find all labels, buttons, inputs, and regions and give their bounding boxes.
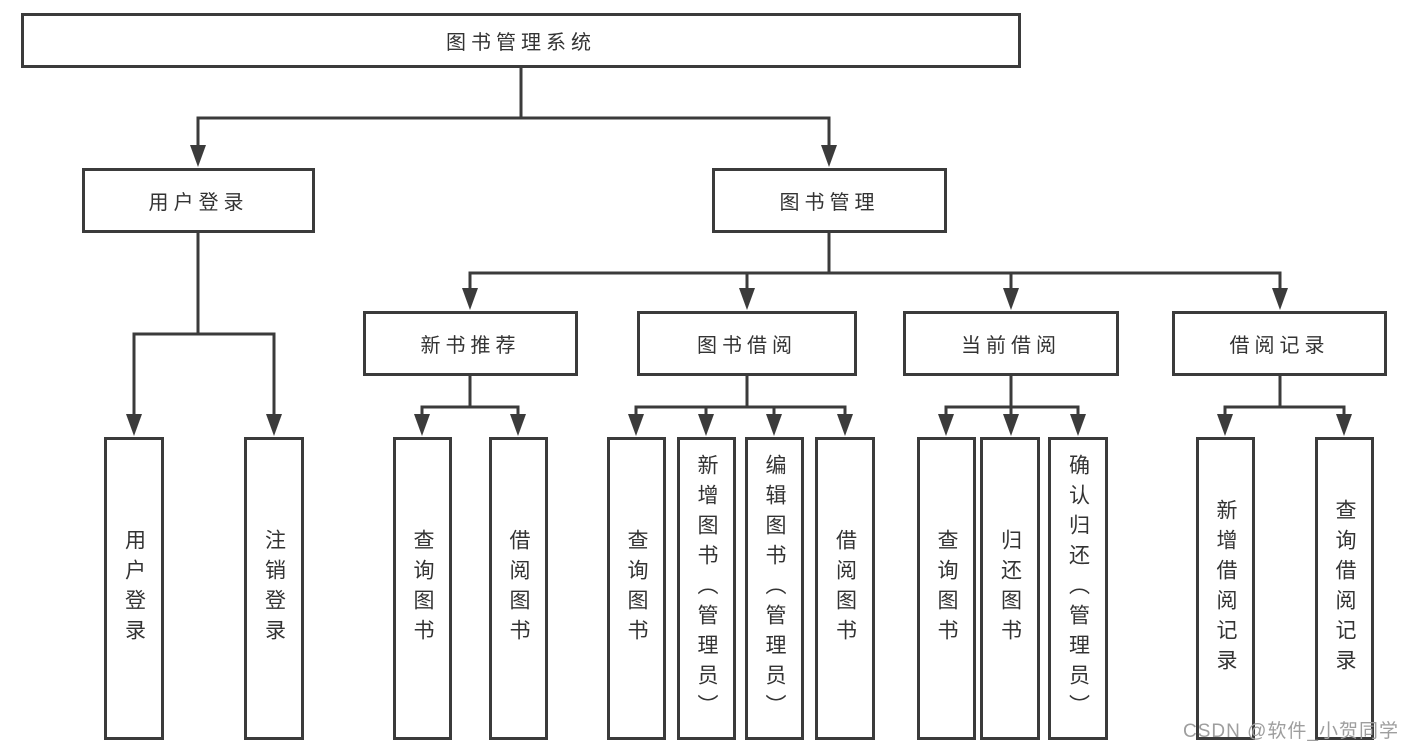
leaf-borrow-borrow-book: 借阅图书 — [815, 437, 875, 740]
arrowhead-down — [1336, 414, 1352, 436]
arrowhead-down — [1217, 414, 1233, 436]
leaf-label: 新增借阅记录 — [1214, 498, 1237, 679]
arrowhead-down — [938, 414, 954, 436]
leaf-newbook-query-book: 查询图书 — [393, 437, 452, 740]
node-book-borrow: 图书借阅 — [637, 311, 857, 376]
arrowhead-down — [766, 414, 782, 436]
leaf-current-confirm-return-admin: 确认归还（管理员） — [1048, 437, 1108, 740]
leaf-label: 查询借阅记录 — [1333, 498, 1356, 679]
arrowhead-down — [739, 288, 755, 310]
leaf-borrow-edit-book-admin: 编辑图书（管理员） — [745, 437, 804, 740]
leaf-record-add-borrow-record: 新增借阅记录 — [1196, 437, 1255, 740]
leaf-label: 新增图书（管理员） — [695, 453, 718, 724]
arrowhead-down — [190, 145, 206, 167]
leaf-label: 借阅图书 — [507, 528, 530, 649]
node-user-login: 用户登录 — [82, 168, 315, 233]
node-current-borrow: 当前借阅 — [903, 311, 1119, 376]
leaf-label: 确认归还（管理员） — [1066, 453, 1090, 724]
leaf-label: 归还图书 — [998, 528, 1022, 649]
leaf-current-query-book: 查询图书 — [917, 437, 976, 740]
arrowhead-down — [698, 414, 714, 436]
arrowhead-down — [628, 414, 644, 436]
leaf-label: 注销登录 — [262, 528, 286, 649]
leaf-borrow-query-book: 查询图书 — [607, 437, 666, 740]
leaf-label: 用户登录 — [122, 528, 146, 649]
arrowhead-down — [1003, 288, 1019, 310]
arrowhead-down — [414, 414, 430, 436]
leaf-label: 编辑图书（管理员） — [763, 453, 786, 724]
arrowhead-down — [1003, 414, 1019, 436]
arrowhead-down — [266, 414, 282, 436]
arrowhead-down — [837, 414, 853, 436]
arrowhead-down — [126, 414, 142, 436]
leaf-logout-login: 注销登录 — [244, 437, 304, 740]
node-borrow-record: 借阅记录 — [1172, 311, 1387, 376]
leaf-record-query-borrow-record: 查询借阅记录 — [1315, 437, 1374, 740]
leaf-current-return-book: 归还图书 — [980, 437, 1040, 740]
leaf-label: 借阅图书 — [833, 528, 857, 649]
leaf-borrow-add-book-admin: 新增图书（管理员） — [677, 437, 736, 740]
leaf-label: 查询图书 — [411, 528, 434, 649]
leaf-label: 查询图书 — [935, 528, 958, 649]
node-book-management: 图书管理 — [712, 168, 947, 233]
node-root: 图书管理系统 — [21, 13, 1021, 68]
arrowhead-down — [462, 288, 478, 310]
arrowhead-down — [1070, 414, 1086, 436]
leaf-user-login: 用户登录 — [104, 437, 164, 740]
arrowhead-down — [821, 145, 837, 167]
arrowhead-down — [510, 414, 526, 436]
leaf-newbook-borrow-book: 借阅图书 — [489, 437, 548, 740]
csdn-watermark: CSDN @软件_小贺同学 — [1183, 721, 1399, 742]
leaf-label: 查询图书 — [625, 528, 648, 649]
node-new-book-recommend: 新书推荐 — [363, 311, 578, 376]
arrowhead-down — [1272, 288, 1288, 310]
